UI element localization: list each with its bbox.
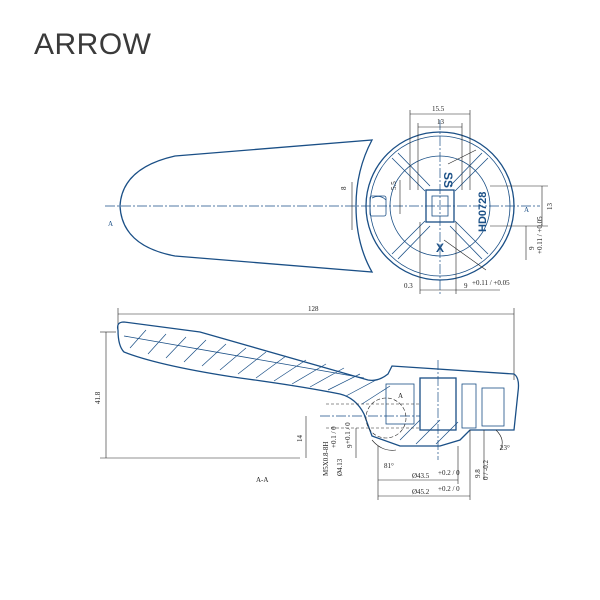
angle-23-arc bbox=[495, 429, 503, 451]
section-hatching bbox=[129, 329, 459, 445]
dim-0-3: 0.3 bbox=[404, 282, 413, 290]
dim-9-8: 9.8 bbox=[474, 469, 482, 478]
dim-15-5: 15.5 bbox=[432, 105, 445, 113]
detail-circle-a bbox=[365, 397, 407, 439]
rib-1b bbox=[397, 152, 431, 187]
hub-cavity-right bbox=[461, 383, 477, 429]
rib-4 bbox=[454, 220, 489, 255]
angle-81-arc bbox=[371, 439, 397, 451]
section-view: 128 41.8 bbox=[94, 305, 520, 500]
dim-128: 128 bbox=[308, 305, 319, 313]
top-lever-body bbox=[119, 139, 374, 273]
dim-8: 8 bbox=[340, 186, 348, 190]
thread-callout: M5X0.8-8H bbox=[322, 442, 330, 476]
rib-3b bbox=[397, 225, 431, 260]
angle-23: 23° bbox=[500, 444, 510, 452]
top-arrow-a-left: A bbox=[108, 220, 113, 228]
dia-43-5-tol: +0.2 / 0 bbox=[438, 469, 460, 477]
dim-9-bottom: 9 bbox=[464, 282, 468, 290]
dim-9-bottom-tol: +0.11 / +0.05 bbox=[472, 279, 510, 287]
brand-title: ARROW bbox=[34, 28, 152, 61]
dim-13-top: 13 bbox=[437, 118, 445, 126]
leader-x bbox=[443, 239, 487, 271]
dim-13-right: 13 bbox=[546, 203, 554, 211]
dim-9-section: 9 bbox=[346, 444, 354, 448]
marking-ss: SS bbox=[441, 172, 455, 188]
section-lever-body bbox=[116, 321, 520, 447]
marking-x: X bbox=[436, 241, 444, 255]
thread-tol: +0.1 / 0 bbox=[330, 426, 338, 448]
section-top-inner bbox=[123, 335, 365, 379]
rib-2 bbox=[454, 157, 489, 192]
dia-45-2: Ø45.2 bbox=[412, 488, 430, 496]
top-arrow-a-right: A bbox=[524, 206, 529, 214]
dim-9-8-tol: 0 / -0.2 bbox=[482, 459, 490, 480]
top-boss-detail bbox=[371, 196, 387, 201]
angle-81: 81° bbox=[384, 462, 394, 470]
dim-9-right: 9 bbox=[528, 246, 536, 250]
top-view: A A SS HD0728 X 1 bbox=[105, 105, 554, 296]
dia-4-13: Ø4.13 bbox=[336, 458, 344, 476]
rib-1 bbox=[391, 157, 426, 192]
marking-code: HD0728 bbox=[477, 192, 489, 232]
dim-41-8: 41.8 bbox=[94, 391, 102, 404]
rib-2b bbox=[449, 152, 483, 187]
dia-4-13-tol: +0.1 / 0 bbox=[344, 422, 352, 444]
rib-4b bbox=[449, 225, 483, 260]
detail-a-label: A bbox=[398, 392, 403, 400]
section-label: A-A bbox=[256, 476, 268, 484]
dim-9-right-tol: +0.11 / +0.05 bbox=[536, 216, 544, 254]
dia-43-5: Ø43.5 bbox=[412, 472, 430, 480]
dim-5-5: 5.5 bbox=[390, 181, 398, 190]
rib-3 bbox=[391, 220, 426, 255]
dim-14: 14 bbox=[296, 435, 304, 443]
hub-skirt bbox=[481, 387, 505, 427]
dia-45-2-tol: +0.2 / 0 bbox=[438, 485, 460, 493]
